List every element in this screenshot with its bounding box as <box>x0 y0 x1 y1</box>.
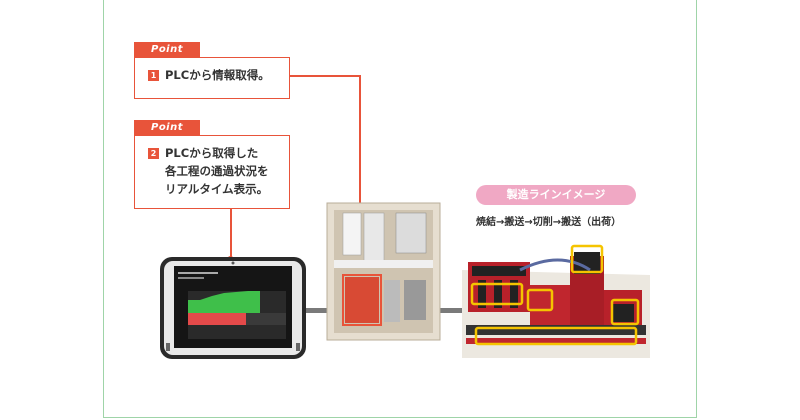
production-line-label: 製造ラインイメージ <box>476 185 636 205</box>
cable-line <box>440 308 470 313</box>
point-1-line-1: PLCから情報取得。 <box>165 68 270 82</box>
process-flow-text: 焼結→搬送→切削→搬送（出荷） <box>476 217 622 228</box>
point-2-box <box>134 135 290 209</box>
content-frame <box>103 0 697 418</box>
control-cabinet <box>326 202 441 341</box>
point-1-box <box>134 57 290 99</box>
tablet-illustration <box>160 257 306 359</box>
point-2-tag: Point <box>134 120 200 135</box>
point-2-line-1: PLCから取得した <box>165 146 259 160</box>
production-line-illustration <box>462 244 650 358</box>
point-2-number: 2 <box>148 148 159 159</box>
point-2-text: 2 PLCから取得した 各工程の通過状況を リアルタイム表示。 <box>148 144 269 198</box>
cable-tablet <box>305 308 327 313</box>
connector-1-v <box>359 75 361 265</box>
connector-2-v <box>230 209 232 259</box>
point-1-tag: Point <box>134 42 200 57</box>
point-2-line-2: 各工程の通過状況を <box>165 164 269 178</box>
point-1-number: 1 <box>148 70 159 81</box>
connector-1-h <box>290 75 360 77</box>
point-1-text: 1 PLCから情報取得。 <box>148 66 270 84</box>
point-2-line-3: リアルタイム表示。 <box>165 182 269 196</box>
